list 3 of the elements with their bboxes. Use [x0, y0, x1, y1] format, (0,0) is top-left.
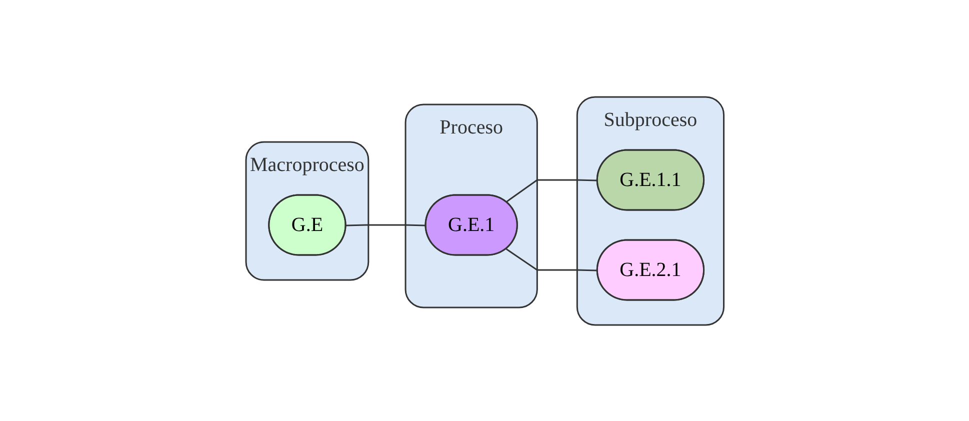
connector — [505, 248, 598, 271]
connector — [346, 224, 426, 226]
connector — [505, 178, 598, 202]
